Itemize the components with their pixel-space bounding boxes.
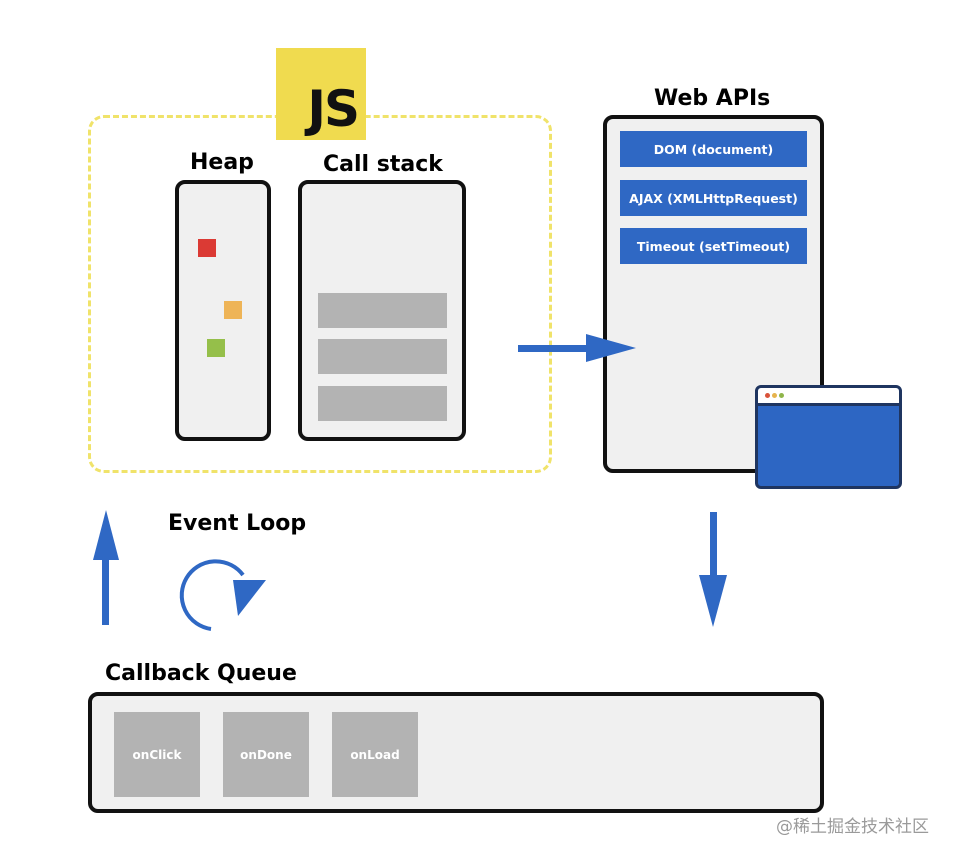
browser-minimize-dot: [772, 393, 777, 398]
stack-frame: [318, 386, 447, 421]
heap-object-orange: [224, 301, 242, 319]
watermark: @稀土掘金技术社区: [776, 817, 929, 837]
callback-ondone: onDone: [223, 712, 309, 797]
browser-maximize-dot: [779, 393, 784, 398]
web-api-dom: DOM (document): [620, 131, 807, 167]
event-loop-cycle-icon: [179, 559, 266, 631]
arrow-right-icon: [518, 334, 636, 362]
heap-panel: [175, 180, 271, 441]
js-logo-text: JS: [307, 80, 360, 138]
call-stack-title: Call stack: [323, 152, 443, 177]
callback-queue-panel: [88, 692, 824, 813]
heap-title: Heap: [190, 150, 254, 175]
browser-close-dot: [765, 393, 770, 398]
stack-frame: [318, 339, 447, 374]
web-apis-title: Web APIs: [654, 86, 771, 111]
web-api-ajax: AJAX (XMLHttpRequest): [620, 180, 807, 216]
arrow-down-icon: [699, 512, 727, 627]
web-api-timeout: Timeout (setTimeout): [620, 228, 807, 264]
callback-queue-title: Callback Queue: [105, 661, 297, 686]
js-logo: JS: [276, 48, 366, 140]
heap-object-red: [198, 239, 216, 257]
callback-onload: onLoad: [332, 712, 418, 797]
browser-title-bar: [758, 388, 899, 406]
heap-object-green: [207, 339, 225, 357]
stack-frame: [318, 293, 447, 328]
arrow-up-icon: [93, 510, 119, 625]
browser-window-icon: [755, 385, 902, 489]
event-loop-title: Event Loop: [168, 511, 307, 536]
callback-onclick: onClick: [114, 712, 200, 797]
